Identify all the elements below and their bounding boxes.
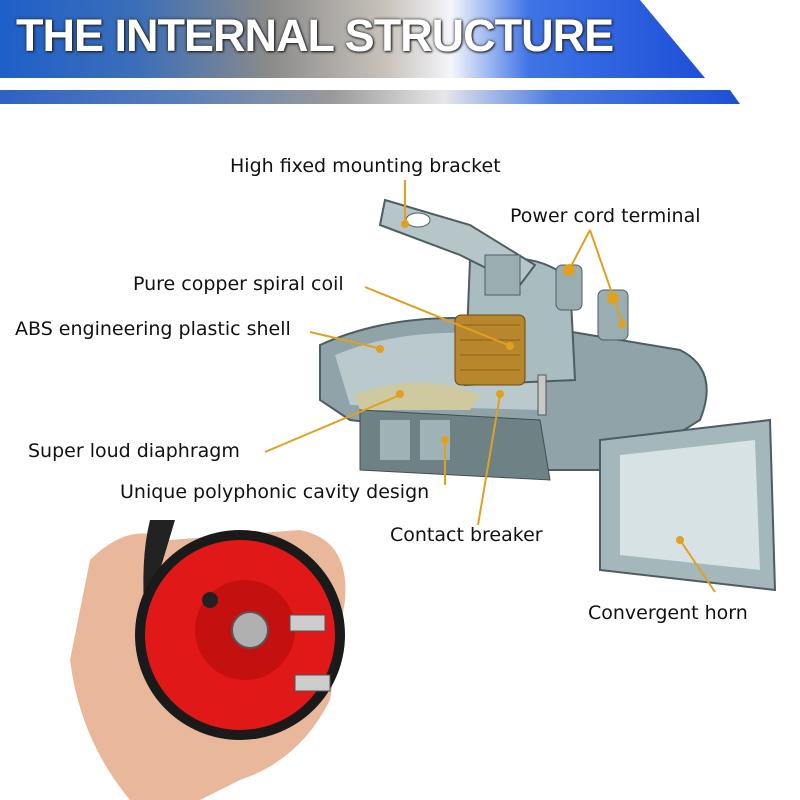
label-convergent-horn: Convergent horn (588, 602, 748, 624)
hand-with-horn-photo (70, 520, 346, 800)
leader-lines (264, 180, 716, 593)
label-diaphragm: Super loud diaphragm (28, 440, 240, 462)
label-cavity-design: Unique polyphonic cavity design (120, 481, 430, 503)
label-mounting-bracket: High fixed mounting bracket (230, 155, 501, 177)
label-copper-coil: Pure copper spiral coil (133, 273, 344, 295)
page-title: THE INTERNAL STRUCTURE (16, 10, 614, 61)
label-contact-breaker: Contact breaker (390, 524, 543, 546)
title-banner (0, 0, 705, 78)
label-plastic-shell: ABS engineering plastic shell (15, 318, 291, 340)
banner-strip (0, 90, 740, 104)
label-power-cord-terminal: Power cord terminal (510, 205, 701, 227)
horn-cutaway (319, 198, 777, 592)
